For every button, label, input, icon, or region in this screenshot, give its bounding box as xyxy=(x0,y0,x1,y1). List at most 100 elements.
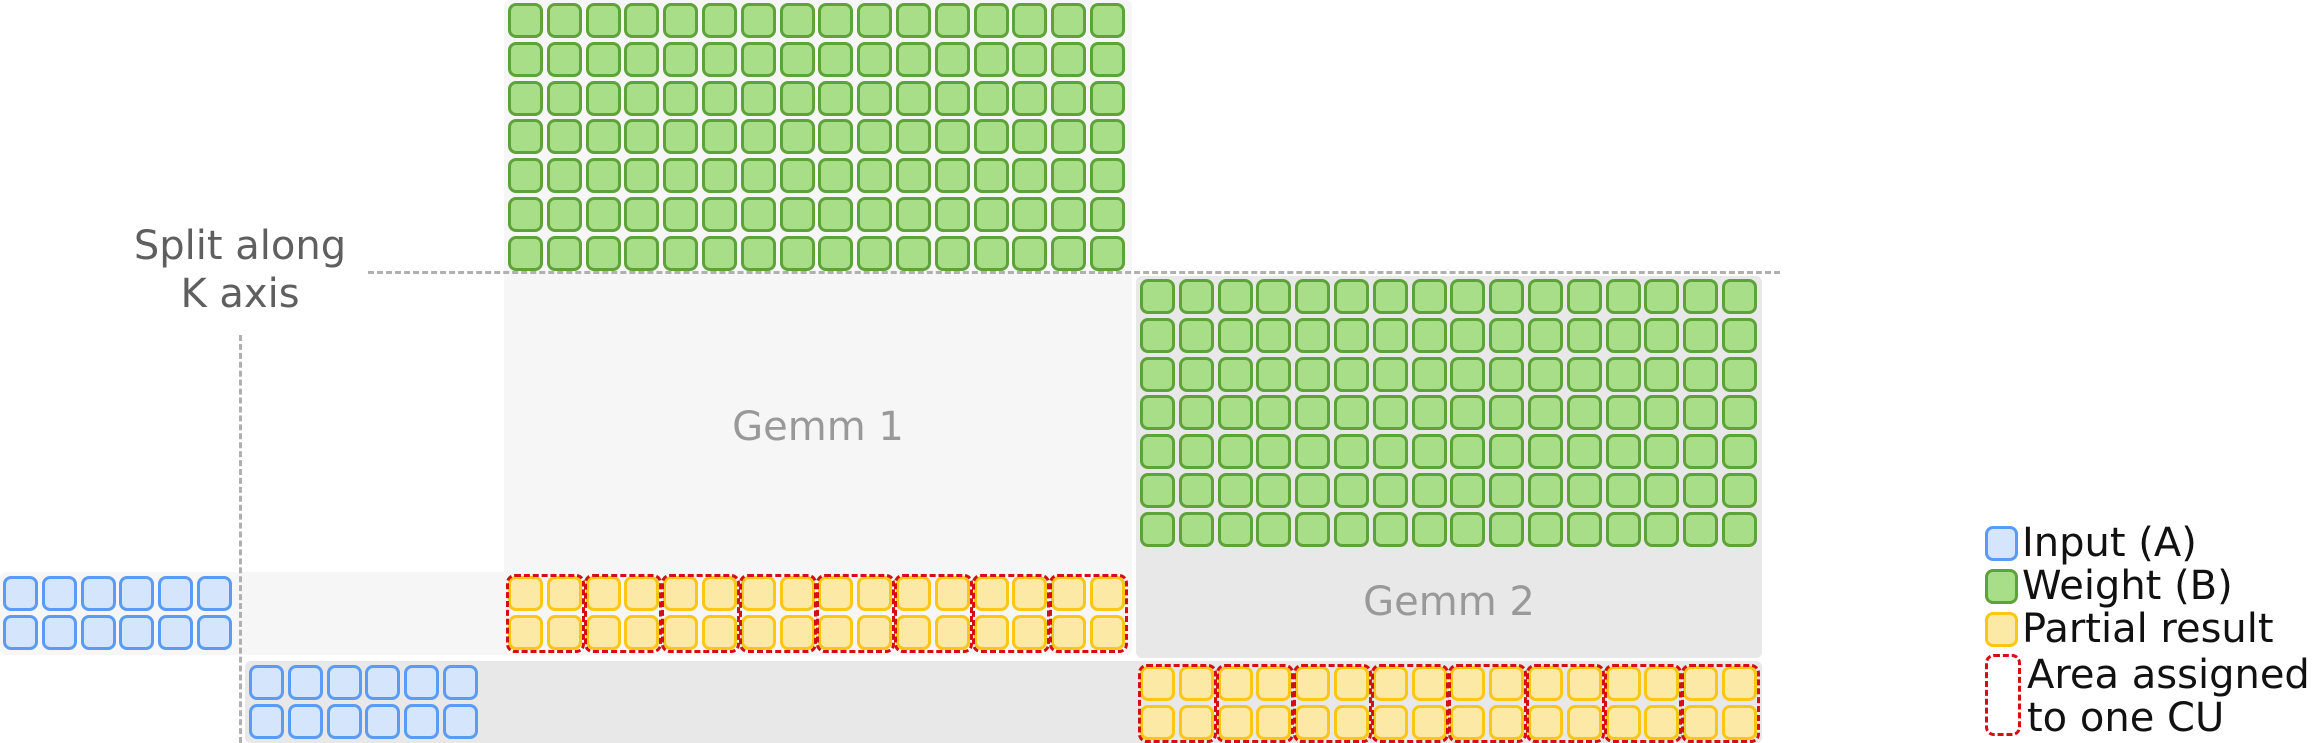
weight-cell xyxy=(1256,395,1292,431)
weight-cell xyxy=(1372,279,1408,314)
weight-cell xyxy=(934,158,970,194)
k-split-horizontal-line xyxy=(368,271,1780,274)
weight-cell xyxy=(1089,196,1125,232)
weight-cell xyxy=(1372,395,1408,431)
weight-cell xyxy=(895,158,931,194)
weight-cell xyxy=(1140,511,1175,547)
weight-cell xyxy=(1295,317,1331,353)
weight-cell xyxy=(1295,395,1331,431)
cu-area xyxy=(971,574,1051,653)
weight-cell xyxy=(1256,434,1292,470)
partial-result-cell xyxy=(1683,666,1719,701)
weight-cell xyxy=(1333,511,1369,547)
weight-cell xyxy=(779,41,815,77)
weight-cell xyxy=(973,158,1009,194)
weight-cell xyxy=(1411,395,1447,431)
weight-cell xyxy=(508,41,543,77)
cu-area xyxy=(1526,664,1605,743)
weight-swatch-icon xyxy=(1985,569,2018,604)
weight-cell xyxy=(701,235,737,271)
weight-cell xyxy=(1721,511,1757,547)
legend: Input (A) Weight (B) Partial result Area… xyxy=(1985,522,2310,740)
weight-cell xyxy=(1051,3,1087,38)
weight-cell xyxy=(1178,472,1214,508)
weight-cell xyxy=(895,80,931,116)
weight-cell xyxy=(1333,356,1369,392)
input-cell xyxy=(249,703,284,739)
partial-result-cell xyxy=(1012,576,1048,611)
weight-cell xyxy=(1605,395,1641,431)
partial-result-cell xyxy=(1333,666,1369,701)
weight-cell xyxy=(1644,434,1680,470)
cu-area xyxy=(1138,664,1217,743)
weight-cell xyxy=(1012,41,1048,77)
weight-cell xyxy=(1012,119,1048,155)
weight-cell xyxy=(1450,511,1486,547)
partial-result-cell xyxy=(546,576,582,611)
weight-cell xyxy=(1721,395,1757,431)
weight-cell xyxy=(1527,511,1563,547)
weight-cell xyxy=(1644,395,1680,431)
weight-cell xyxy=(857,3,893,38)
legend-item-partial: Partial result xyxy=(1985,608,2310,651)
partial-result-cell xyxy=(1178,666,1214,701)
weight-cell xyxy=(546,119,582,155)
weight-cell xyxy=(1566,472,1602,508)
weight-cell xyxy=(779,119,815,155)
weight-cell xyxy=(1644,511,1680,547)
weight-cell xyxy=(546,80,582,116)
weight-cell xyxy=(1089,41,1125,77)
weight-cell xyxy=(779,3,815,38)
weight-cell xyxy=(1527,356,1563,392)
weight-cell xyxy=(934,235,970,271)
weight-cell xyxy=(1605,279,1641,314)
weight-cell xyxy=(1489,317,1525,353)
weight-cell xyxy=(624,41,660,77)
weight-cell xyxy=(779,235,815,271)
weight-cell xyxy=(740,119,776,155)
input-cell xyxy=(119,614,155,650)
weight-cell xyxy=(973,196,1009,232)
weight-cell xyxy=(818,80,854,116)
weight-cell xyxy=(1683,434,1719,470)
weight-cell xyxy=(624,158,660,194)
weight-cell xyxy=(1527,279,1563,314)
weight-cell xyxy=(1489,395,1525,431)
weight-cell xyxy=(1089,119,1125,155)
weight-cell xyxy=(934,41,970,77)
weight-cell xyxy=(663,119,699,155)
weight-cell xyxy=(585,235,621,271)
weight-cell xyxy=(740,196,776,232)
input-cell xyxy=(249,665,284,700)
weight-cell xyxy=(1217,434,1253,470)
input-swatch-icon xyxy=(1985,526,2018,561)
partial-result-cell xyxy=(1372,666,1408,701)
weight-cell xyxy=(1450,317,1486,353)
cu-area xyxy=(1293,664,1372,743)
weight-cell xyxy=(546,3,582,38)
weight-cell xyxy=(1683,511,1719,547)
weight-cell xyxy=(585,41,621,77)
weight-cell xyxy=(663,158,699,194)
weight-cell xyxy=(701,119,737,155)
weight-cell xyxy=(1566,317,1602,353)
input-cell xyxy=(119,576,155,611)
weight-cell xyxy=(1566,356,1602,392)
weight-cell xyxy=(895,235,931,271)
weight-cell xyxy=(779,80,815,116)
weight-cell xyxy=(1178,511,1214,547)
weight-cell xyxy=(1450,356,1486,392)
weight-cell xyxy=(818,3,854,38)
legend-input-label: Input (A) xyxy=(2022,520,2197,566)
weight-cell xyxy=(934,80,970,116)
weight-cell xyxy=(1295,434,1331,470)
k-split-vertical-line xyxy=(239,335,242,743)
weight-cell xyxy=(1721,317,1757,353)
gemm1-label: Gemm 1 xyxy=(732,404,904,450)
weight-cell xyxy=(1450,472,1486,508)
partial-result-cell xyxy=(663,614,699,650)
weight-cell xyxy=(546,158,582,194)
weight-cell xyxy=(1566,279,1602,314)
partial-result-cell xyxy=(546,614,582,650)
weight-cell xyxy=(663,80,699,116)
